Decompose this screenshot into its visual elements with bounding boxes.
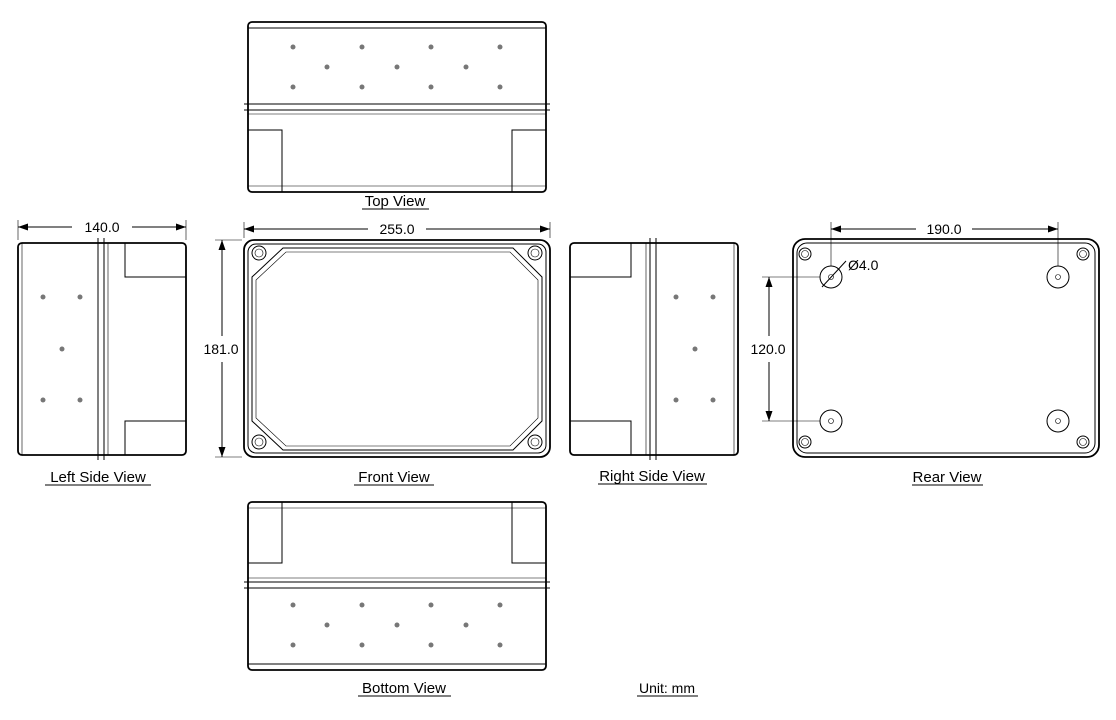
unit-label: Unit: mm xyxy=(639,680,695,696)
bottom-view xyxy=(244,501,550,671)
dimension-rear-hole-spacing-y: 120.0 xyxy=(750,276,820,422)
rear-view-label: Rear View xyxy=(913,469,982,486)
vent-dots xyxy=(290,602,503,648)
top-view-label: Top View xyxy=(365,193,426,210)
rear-hole-diameter-value: Ø4.0 xyxy=(848,257,879,273)
corner-screw xyxy=(251,245,543,450)
rear-hole-spacing-y-value: 120.0 xyxy=(750,341,785,357)
dimension-rear-hole-diameter: Ø4.0 xyxy=(821,257,879,288)
vent-dots xyxy=(290,44,503,90)
side-depth-value: 140.0 xyxy=(84,219,119,235)
mounting-hole xyxy=(819,265,1070,433)
front-view-label: Front View xyxy=(358,469,430,486)
left-side-view xyxy=(17,238,187,460)
top-view xyxy=(244,21,550,193)
dimension-front-width: 255.0 xyxy=(243,221,551,238)
rear-hole-spacing-x-value: 190.0 xyxy=(926,221,961,237)
corner-screw xyxy=(798,247,1090,449)
vent-dots xyxy=(673,294,716,403)
dimension-side-depth: 140.0 xyxy=(17,219,187,240)
rear-view xyxy=(792,238,1100,458)
left-side-view-label: Left Side View xyxy=(50,469,146,486)
front-height-value: 181.0 xyxy=(203,341,238,357)
front-view xyxy=(243,239,551,458)
right-side-view-label: Right Side View xyxy=(599,468,705,485)
dimension-rear-hole-spacing-x: 190.0 xyxy=(830,221,1059,266)
right-side-view xyxy=(569,238,739,460)
vent-dots xyxy=(40,294,83,403)
dimension-front-height: 181.0 xyxy=(203,239,242,458)
front-width-value: 255.0 xyxy=(379,221,414,237)
bottom-view-label: Bottom View xyxy=(362,680,446,697)
